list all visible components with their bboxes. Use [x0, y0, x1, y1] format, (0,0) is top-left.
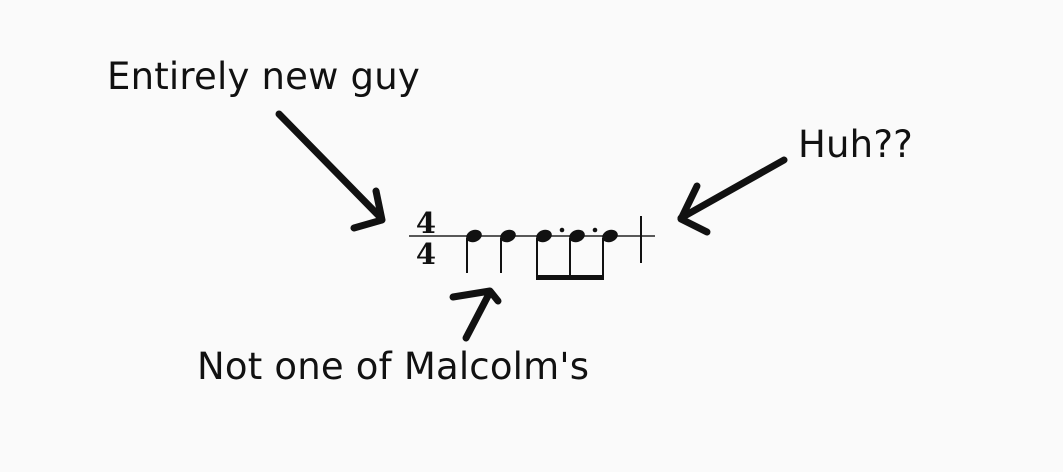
annotation-huh: Huh??: [798, 123, 913, 166]
time-signature-top: 4: [416, 206, 436, 240]
note-quarter-2: [500, 229, 516, 273]
arrow-to-time-signature: [275, 110, 386, 232]
beam: [536, 275, 604, 280]
note-eighth-3: [602, 229, 618, 280]
annotation-not-malcolm: Not one of Malcolm's: [197, 345, 590, 388]
arrow-to-barline: [677, 156, 788, 236]
note-eighth-dotted-1: [536, 227, 565, 280]
note-quarter-1: [466, 229, 482, 273]
arrow-to-second-note: [449, 287, 502, 342]
time-signature-bottom: 4: [416, 237, 436, 271]
annotation-new-guy: Entirely new guy: [107, 55, 420, 98]
note-eighth-dotted-2: [569, 227, 598, 280]
